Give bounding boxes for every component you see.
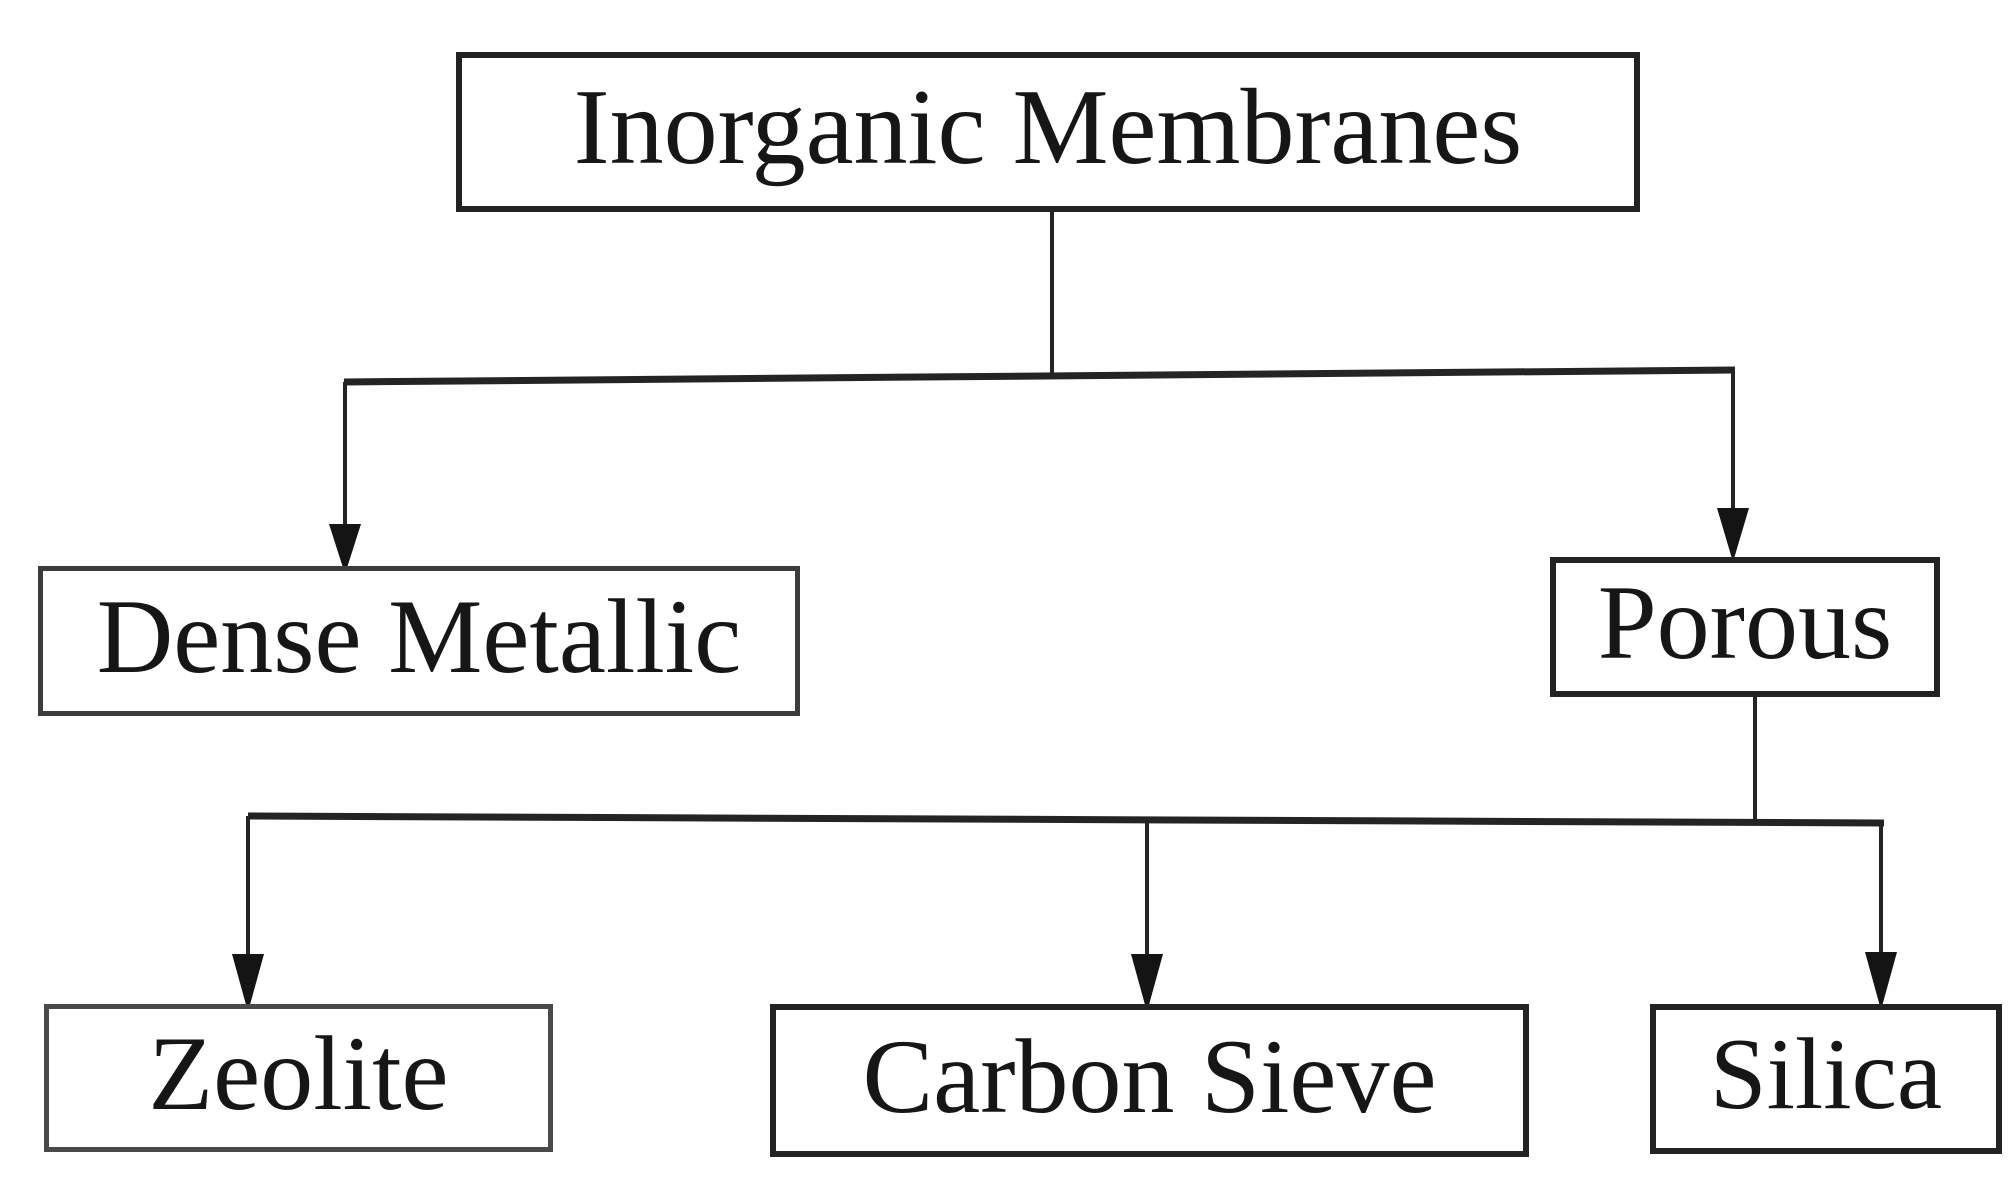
arrowhead-to-silica <box>1865 952 1897 1010</box>
node-inorganic-membranes: Inorganic Membranes <box>456 52 1640 212</box>
node-silica-label: Silica <box>1709 1018 1943 1131</box>
node-carbon-sieve: Carbon Sieve <box>770 1004 1529 1157</box>
node-silica: Silica <box>1650 1004 2002 1154</box>
node-porous: Porous <box>1550 557 1940 697</box>
arrowhead-to-carbon-sieve <box>1131 954 1163 1012</box>
node-carbon-sieve-label: Carbon Sieve <box>862 1017 1437 1135</box>
node-zeolite-label: Zeolite <box>148 1015 449 1132</box>
node-dense-metallic: Dense Metallic <box>38 566 800 716</box>
arrowhead-to-zeolite <box>232 954 264 1012</box>
edge-porous-branch <box>246 697 1885 960</box>
node-dense-metallic-label: Dense Metallic <box>96 578 742 695</box>
arrowhead-to-dense-metallic <box>329 524 361 574</box>
edge-inorganic-branch <box>343 212 1736 530</box>
arrowhead-to-porous <box>1717 508 1749 562</box>
node-inorganic-membranes-label: Inorganic Membranes <box>573 68 1523 187</box>
node-zeolite: Zeolite <box>44 1004 553 1152</box>
node-porous-label: Porous <box>1597 564 1893 681</box>
